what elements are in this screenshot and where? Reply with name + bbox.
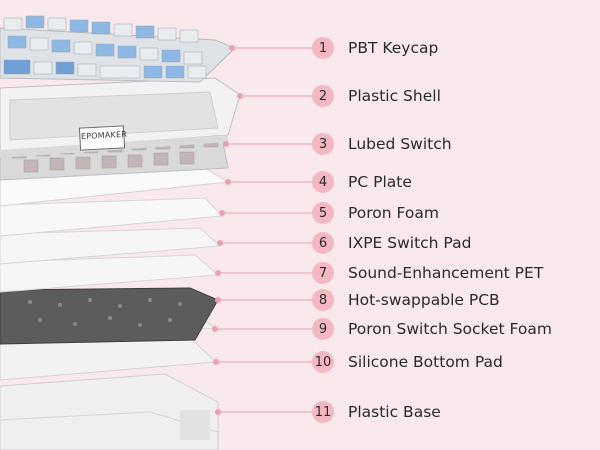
layer-label-text: Plastic Shell xyxy=(348,87,441,105)
layer-label-9: 9 Poron Switch Socket Foam xyxy=(312,317,552,341)
layer-number-badge: 11 xyxy=(312,401,334,423)
layer-label-1: 1 PBT Keycap xyxy=(312,36,438,60)
layer-label-text: Silicone Bottom Pad xyxy=(348,353,503,371)
layer-number-badge: 6 xyxy=(312,232,334,254)
layer-label-text: PBT Keycap xyxy=(348,39,439,57)
layer-label-text: Sound-Enhancement PET xyxy=(348,264,544,282)
plastic-shell-layer xyxy=(0,77,241,158)
plastic-base-layer xyxy=(0,373,219,450)
layer-number-badge: 8 xyxy=(312,289,334,311)
layer-number-badge: 3 xyxy=(312,133,334,155)
layer-number-badge: 1 xyxy=(312,37,334,59)
layer-label-6: 6 IXPE Switch Pad xyxy=(312,231,471,255)
layer-label-text: PC Plate xyxy=(348,173,412,191)
layer-label-text: Lubed Switch xyxy=(348,135,452,153)
layer-label-text: Poron Switch Socket Foam xyxy=(348,320,552,338)
layer-number-badge: 10 xyxy=(312,351,334,373)
pcb-layer xyxy=(0,287,219,345)
layer-number-badge: 9 xyxy=(312,318,334,340)
layer-label-4: 4 PC Plate xyxy=(312,170,412,194)
layer-label-3: 3 Lubed Switch xyxy=(312,132,452,156)
layer-label-2: 2 Plastic Shell xyxy=(312,84,441,108)
layer-label-text: Poron Foam xyxy=(348,204,439,222)
layer-number-badge: 5 xyxy=(312,202,334,224)
layer-label-11: 11 Plastic Base xyxy=(312,400,441,424)
leader-lines xyxy=(212,45,312,415)
layer-label-text: IXPE Switch Pad xyxy=(348,234,472,252)
layer-number-badge: 2 xyxy=(312,85,334,107)
layer-label-10: 10 Silicone Bottom Pad xyxy=(312,350,503,374)
layer-label-7: 7 Sound-Enhancement PET xyxy=(312,261,543,285)
layer-label-5: 5 Poron Foam xyxy=(312,201,439,225)
layer-label-8: 8 Hot-swappable PCB xyxy=(312,288,500,312)
layer-label-text: Hot-swappable PCB xyxy=(348,291,500,309)
layer-label-text: Plastic Base xyxy=(348,403,441,421)
layer-number-badge: 4 xyxy=(312,171,334,193)
layer-number-badge: 7 xyxy=(312,262,334,284)
keycaps-layer xyxy=(0,15,236,83)
